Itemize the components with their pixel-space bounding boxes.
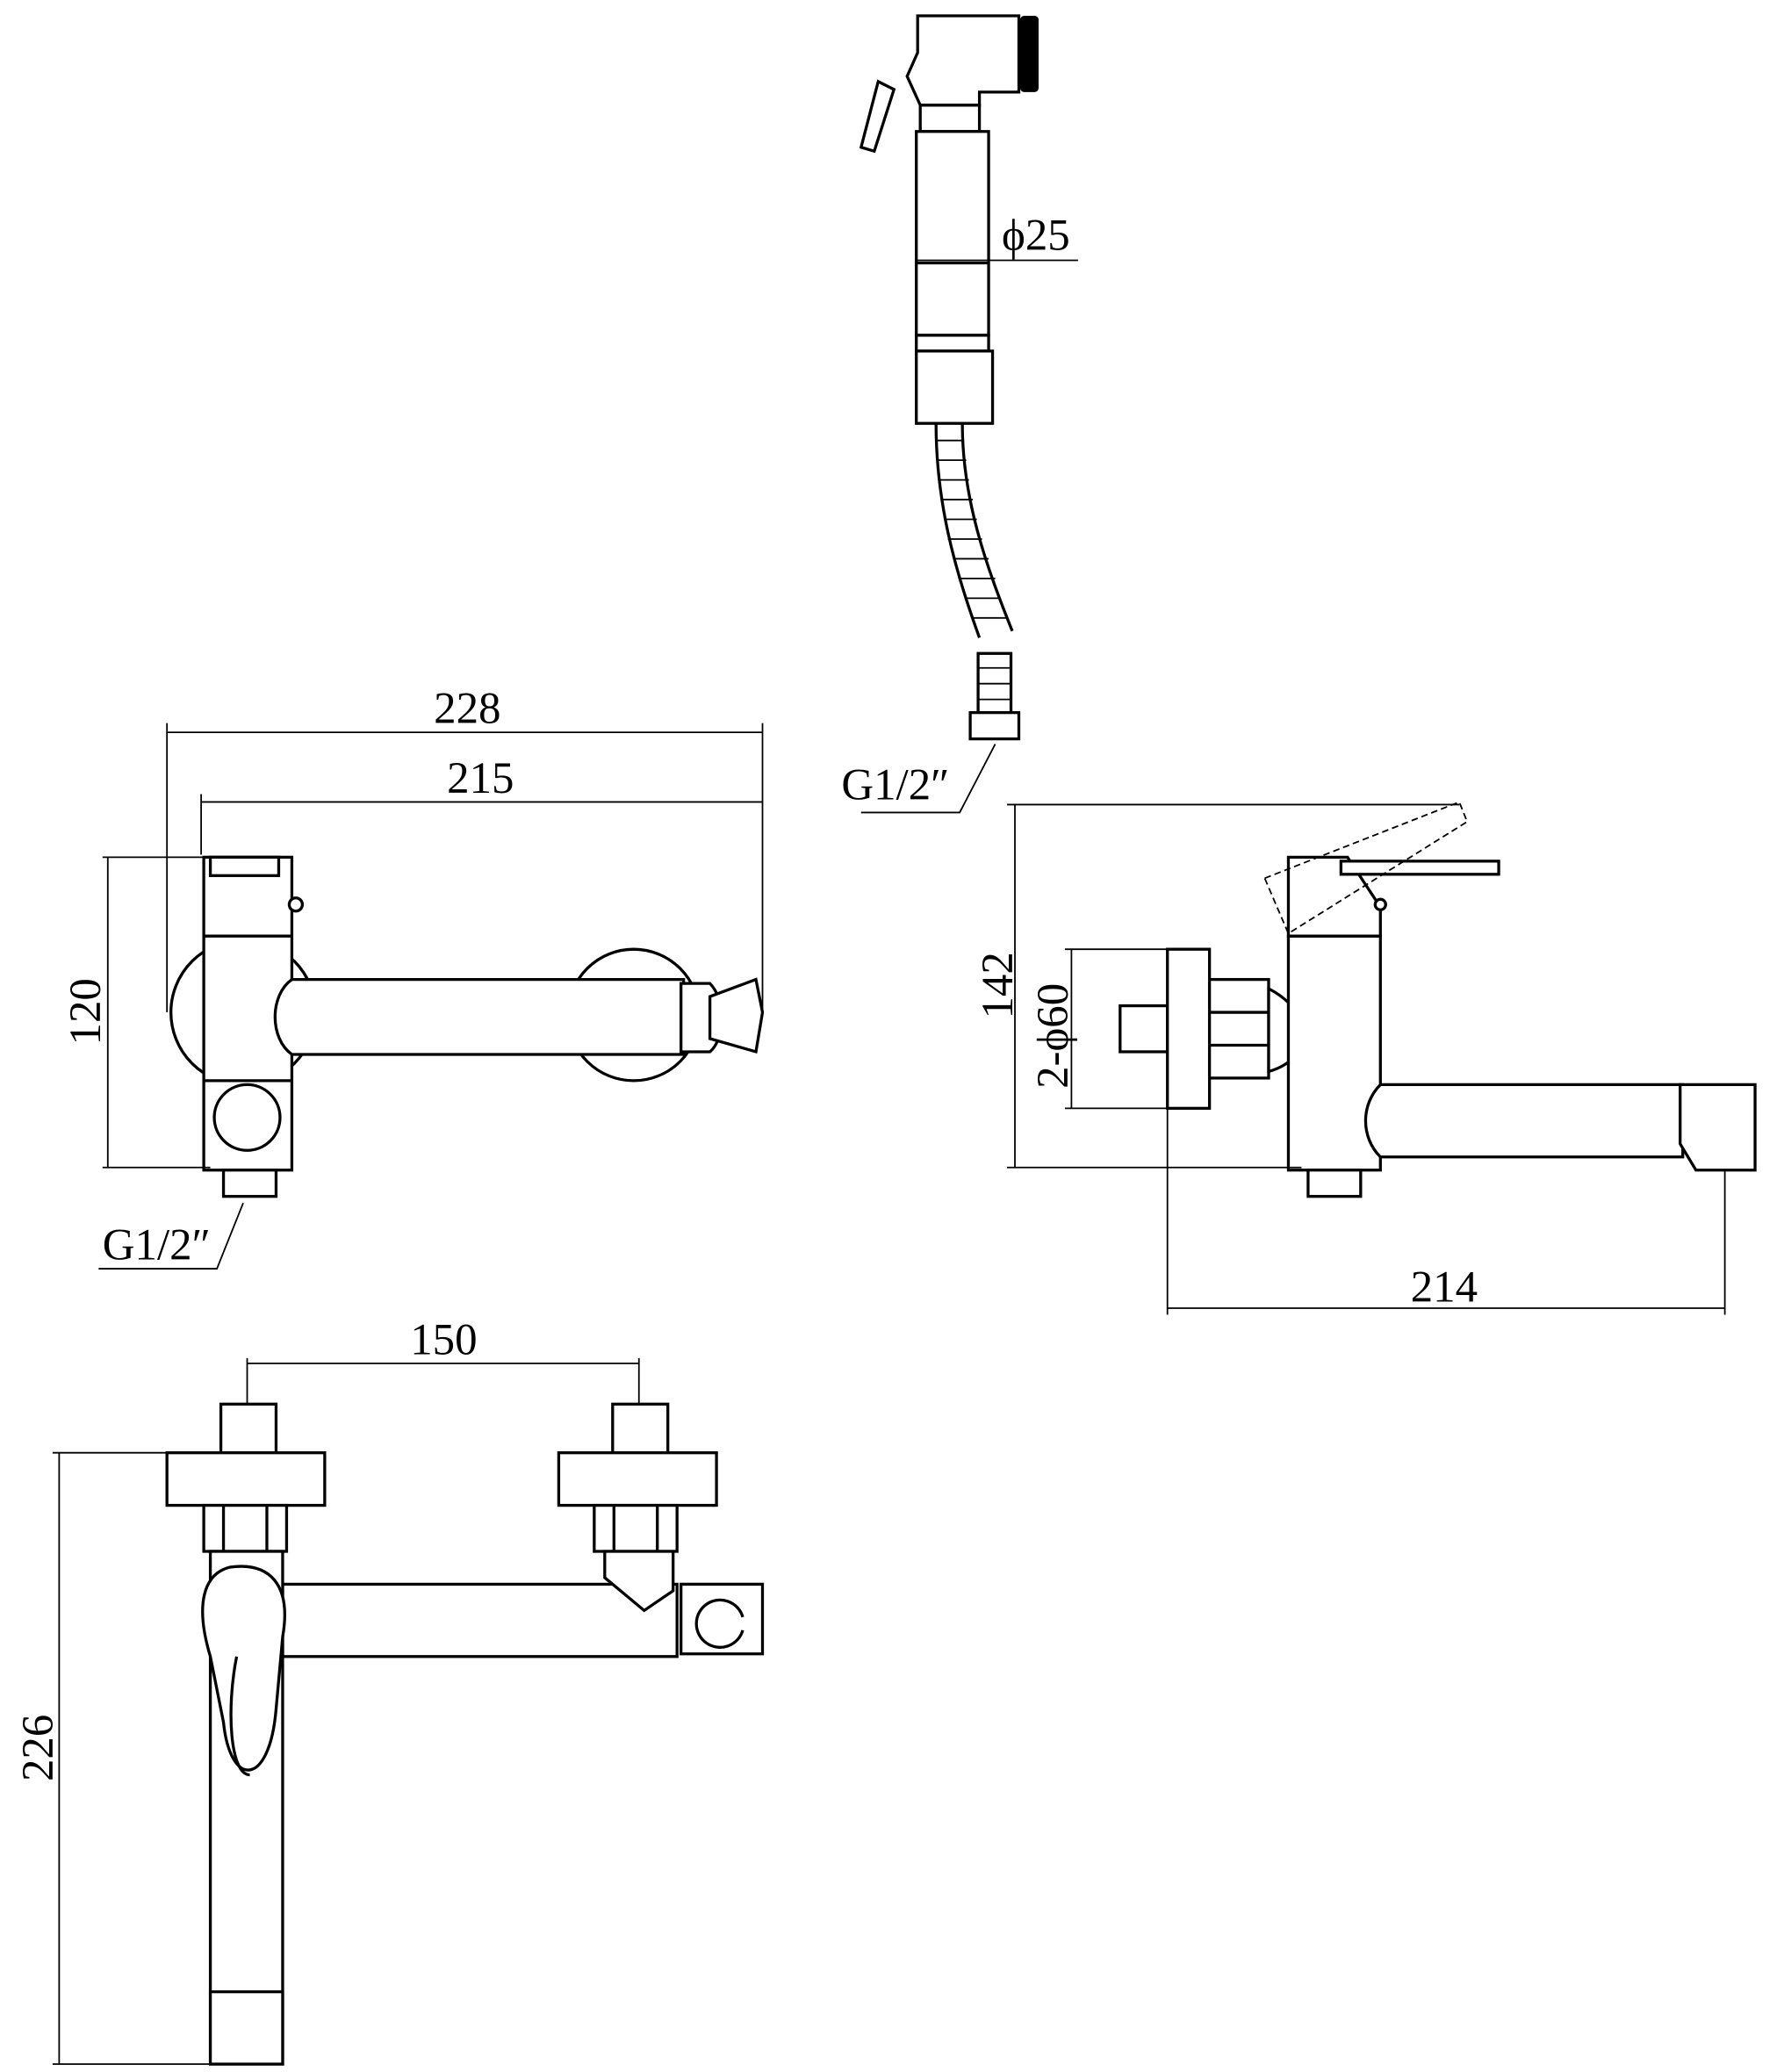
- height-label-right: 142: [974, 952, 1023, 1018]
- front-view: 150 226: [14, 1315, 765, 2066]
- hand-shower: ϕ25 G1/2″: [841, 14, 1078, 814]
- diameter-label: ϕ25: [1002, 212, 1070, 261]
- height-label-left: 120: [61, 978, 111, 1045]
- thread-label-top: G1/2″: [841, 760, 949, 809]
- flange-label: 2-ϕ60: [1029, 983, 1078, 1089]
- depth-label: 214: [1411, 1263, 1478, 1312]
- overall-width-label: 228: [434, 685, 500, 734]
- spout-width-label: 215: [447, 754, 514, 803]
- side-view-right: 142 2-ϕ60 214: [974, 801, 1757, 1315]
- height-label-front: 226: [14, 1715, 63, 1781]
- center-distance-label: 150: [410, 1315, 477, 1364]
- side-view-left: 228 215 120 G1/2″: [61, 685, 765, 1270]
- thread-label-left: G1/2″: [103, 1221, 211, 1270]
